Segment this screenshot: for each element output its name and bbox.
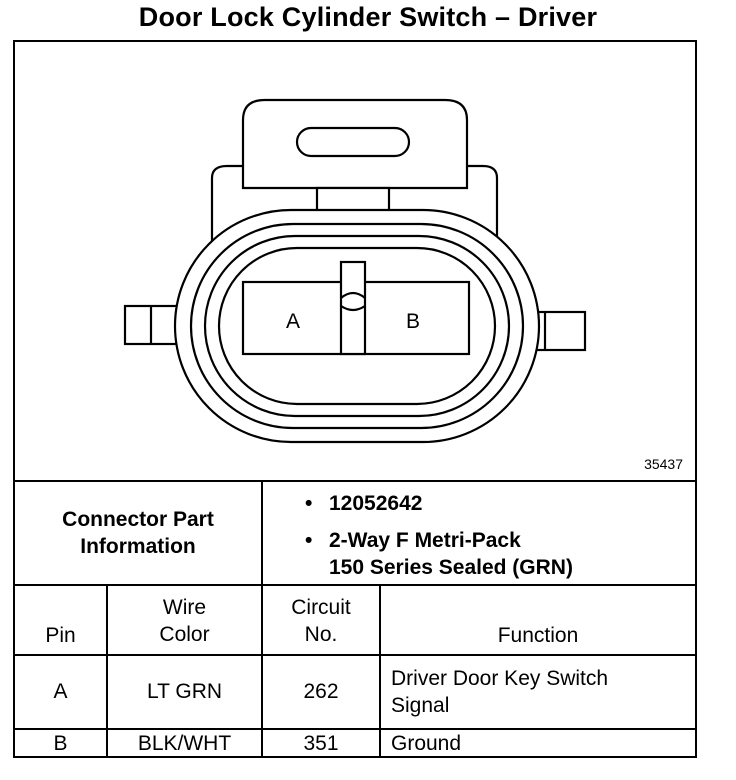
divider-diagram-table: [15, 480, 695, 482]
row-b-function: Ground: [391, 732, 462, 755]
part-info-label-line1: Connector Part: [62, 508, 214, 531]
header-function: Function: [497, 624, 579, 647]
row-a-function-line2: Signal: [391, 694, 450, 717]
header-circuit-no: Circuit No.: [263, 586, 379, 654]
connector-type-item: • 2-Way F Metri-Pack 150 Series Sealed (…: [305, 527, 573, 581]
diagram-frame: A B 35437 Connector Part Information • 1…: [13, 40, 697, 758]
divider-header: [15, 654, 695, 656]
figure-number: 35437: [644, 456, 683, 472]
row-b-circuit: 351: [303, 732, 339, 755]
pin-a-label: A: [286, 310, 300, 333]
row-a-function: Driver Door Key Switch Signal: [391, 656, 691, 728]
header-wire-color: Wire Color: [108, 586, 261, 654]
part-info-list: • 12052642 • 2-Way F Metri-Pack 150 Seri…: [305, 490, 573, 581]
latch-slot: [295, 126, 411, 158]
header-circuit-line2: No.: [304, 623, 338, 646]
row-a-wire-color: LT GRN: [146, 680, 223, 703]
part-number-item: • 12052642: [305, 490, 573, 517]
column-divider-1: [106, 584, 108, 758]
pin-b-label: B: [406, 310, 420, 333]
header-pin: Pin: [45, 624, 76, 647]
divider-part-info-vertical: [261, 480, 263, 584]
divider-row-a: [15, 728, 695, 730]
part-info-label-line2: Information: [80, 535, 196, 558]
row-a-pin: A: [53, 680, 68, 703]
bullet-icon: •: [305, 529, 313, 552]
divider-part-info: [15, 584, 695, 586]
row-b-pin: B: [53, 732, 68, 755]
row-b-wire-color: BLK/WHT: [137, 732, 232, 755]
part-number: 12052642: [329, 492, 423, 515]
header-wire-color-line1: Wire: [162, 596, 207, 619]
connector-type-line2: 150 Series Sealed (GRN): [329, 556, 573, 579]
row-a-function-line1: Driver Door Key Switch: [391, 667, 609, 690]
row-a-circuit: 262: [303, 680, 339, 703]
column-divider-2: [261, 584, 263, 758]
connector-type-line1: 2-Way F Metri-Pack: [329, 529, 521, 552]
page-title: Door Lock Cylinder Switch – Driver: [138, 2, 598, 32]
header-circuit-line1: Circuit: [291, 596, 351, 619]
part-info-label: Connector Part Information: [15, 482, 261, 584]
connector-face-drawing: A B: [123, 98, 587, 444]
column-divider-3: [379, 584, 381, 758]
header-wire-color-line2: Color: [159, 623, 210, 646]
bullet-icon: •: [305, 492, 313, 515]
